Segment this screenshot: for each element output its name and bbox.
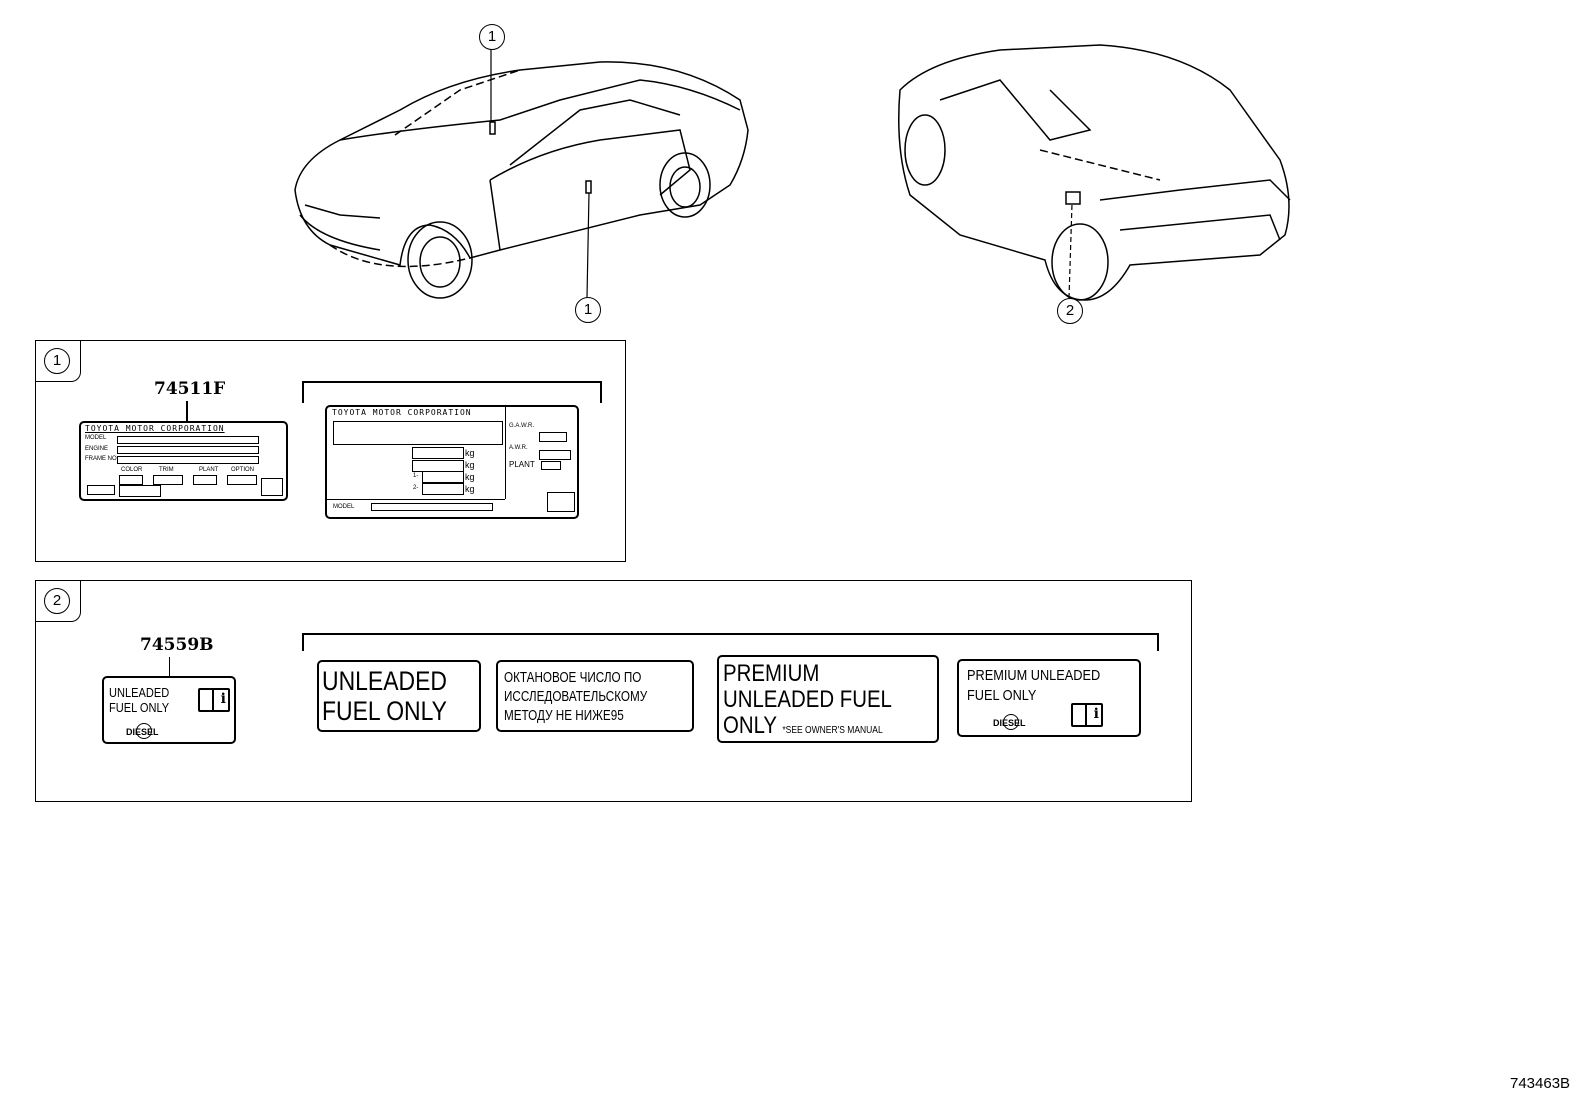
callout-2-fuel: 2	[1057, 298, 1083, 324]
callout-leaders	[490, 49, 1073, 299]
part-number: 74511F	[154, 379, 226, 399]
panel-number: 2	[44, 588, 70, 614]
vin-label-b: TOYOTA MOTOR CORPORATION kg kg kg kg 1- …	[325, 405, 579, 519]
panel-number: 1	[44, 348, 70, 374]
panel-tab	[36, 341, 81, 382]
vin-label-a: TOYOTA MOTOR CORPORATION MODEL ENGINE FR…	[79, 421, 288, 501]
part-number: 74559B	[140, 635, 214, 655]
panel-vin-labels: 1 74511F TOYOTA MOTOR CORPORATION MODEL …	[35, 340, 626, 562]
panel-tab	[36, 581, 81, 622]
no-diesel-icon: DIESEL	[993, 714, 1026, 730]
callout-1-side: 1	[575, 297, 601, 323]
rear-car-drawing	[898, 44, 1291, 301]
no-diesel-icon: DIESEL	[126, 723, 159, 739]
callout-1-top: 1	[479, 24, 505, 50]
owners-manual-icon: i	[198, 688, 230, 712]
owners-manual-icon: i	[1071, 703, 1103, 727]
vehicle-illustrations	[294, 44, 1291, 301]
front-car-drawing	[294, 61, 749, 299]
diagram-id: 743463B	[1510, 1075, 1571, 1092]
